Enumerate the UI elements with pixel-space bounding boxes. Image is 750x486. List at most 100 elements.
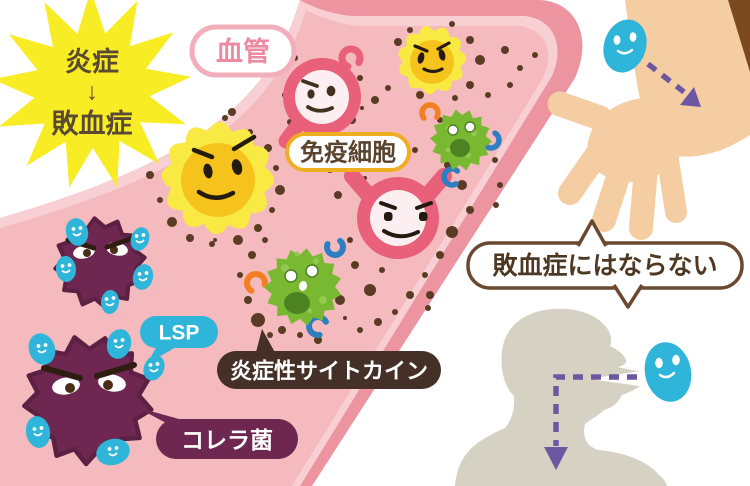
swallow-arrow [544,374,637,470]
cytokine-dot [244,296,252,304]
cytokine-dot [267,332,273,338]
cytokine-dot [351,261,359,269]
cytokine-dot [275,185,285,195]
face [191,134,257,200]
vessel-interior [0,10,549,486]
cytokine-dot [416,91,424,99]
cholera-label-text: コレラ菌 [181,427,273,453]
cytokine-dot [209,241,215,247]
cytokine-dot [436,251,444,259]
cytokine-dot [379,267,385,273]
cytokine-dot [314,336,322,344]
bacterium-near-hand [603,19,647,73]
cytokine-dot [273,165,279,171]
face [447,121,476,157]
immune-cell-yellow-large [161,121,275,235]
label-vessel: 血管 [189,24,297,78]
lsp-label-text: LSP [159,322,200,345]
lps-blob [55,256,77,282]
bubble-text: 敗血症にはならない [492,251,717,280]
face [379,201,433,239]
bubble-tail-up [576,219,608,247]
face [41,362,137,395]
cytokine-dot [497,182,503,188]
cytokine-dot [334,191,342,199]
lps-blob [65,218,89,246]
speech-bubble-no-sepsis: 敗血症にはならない [466,219,744,309]
cytokine-dot [278,326,286,334]
lps-blob [100,290,120,314]
label-immune: 免疫細胞 [285,132,411,172]
lps-blob [132,264,154,290]
starburst-arrow: ↓ [86,79,98,106]
immune-cell-yellow-small [398,26,467,95]
sleeve-corner [728,0,750,72]
cytokine-dot [297,332,303,338]
macrophage-cell-2 [419,102,502,188]
cytokine-dot [426,291,434,299]
label-cytokine: 炎症性サイトカイン [217,329,441,389]
cytokine-dot [374,318,382,326]
immune-label-text: 免疫細胞 [300,139,396,167]
cytokine-dot [360,106,364,110]
cytokine-dot [457,180,467,190]
fingers [547,91,687,240]
cytokine-dot [466,81,474,89]
receptor-orange-icon [244,271,268,295]
lps-blob [25,416,51,448]
cytokine-dot [157,197,163,203]
cytokine-dot [343,316,347,320]
lps-blob [28,333,56,365]
receptor-orange-icon [419,102,441,124]
cytokine-dot [213,238,217,242]
cytokine-dot [452,95,458,101]
bubble-tail-down [612,284,644,309]
cytokine-dot [385,85,391,91]
cholera-bacterium-large [22,335,154,467]
cytokine-dot [517,65,523,71]
cytokine-dot [446,226,458,238]
head-scene [455,308,692,486]
cytokine-dot [251,313,265,327]
cell-body [181,143,255,217]
cytokine-dot [371,96,379,104]
face [284,264,319,314]
entry-arrow-hand [646,61,701,107]
cell-curl [338,45,364,71]
label-cholera: コレラ菌 [136,407,298,459]
cytokine-dot [335,295,345,305]
cytokine-dot [406,291,414,299]
arm-hand-scene [547,0,750,240]
cytokine-label-text: 炎症性サイトカイン [230,359,428,384]
cytokine-dot [222,115,228,121]
cytokine-dot [501,46,509,54]
head-silhouette [455,308,667,486]
cytokine-dot [146,171,154,179]
cytokine-dot [269,207,275,213]
cytokine-dot [407,27,413,33]
cytokine-dot [485,92,491,98]
cytokine-dot [233,235,243,245]
cytokine-dot [493,202,499,208]
face [301,79,336,113]
macrophage-cell-1 [244,235,346,338]
cytokine-dot [412,147,418,153]
cell-face-bg [295,70,349,124]
cytokine-dot [167,217,177,227]
cytokine-dot [228,108,236,116]
receptor-blue-icon [441,166,463,188]
cytokine-dot [466,36,474,44]
cytokine-dot [422,272,428,278]
cytokine-dot [357,327,363,333]
cytokine-dot [186,234,194,242]
lps-blob [106,329,132,359]
face [65,235,136,259]
starburst-inflammation: 炎症 ↓ 敗血症 [0,0,192,188]
cytokine-dot [237,272,243,278]
immune-cell-pink-2 [344,168,452,259]
cytokine-dot [532,52,538,58]
label-tail [255,329,277,356]
cytokine-dot [425,305,431,311]
label-lsp: LSP [140,316,218,364]
